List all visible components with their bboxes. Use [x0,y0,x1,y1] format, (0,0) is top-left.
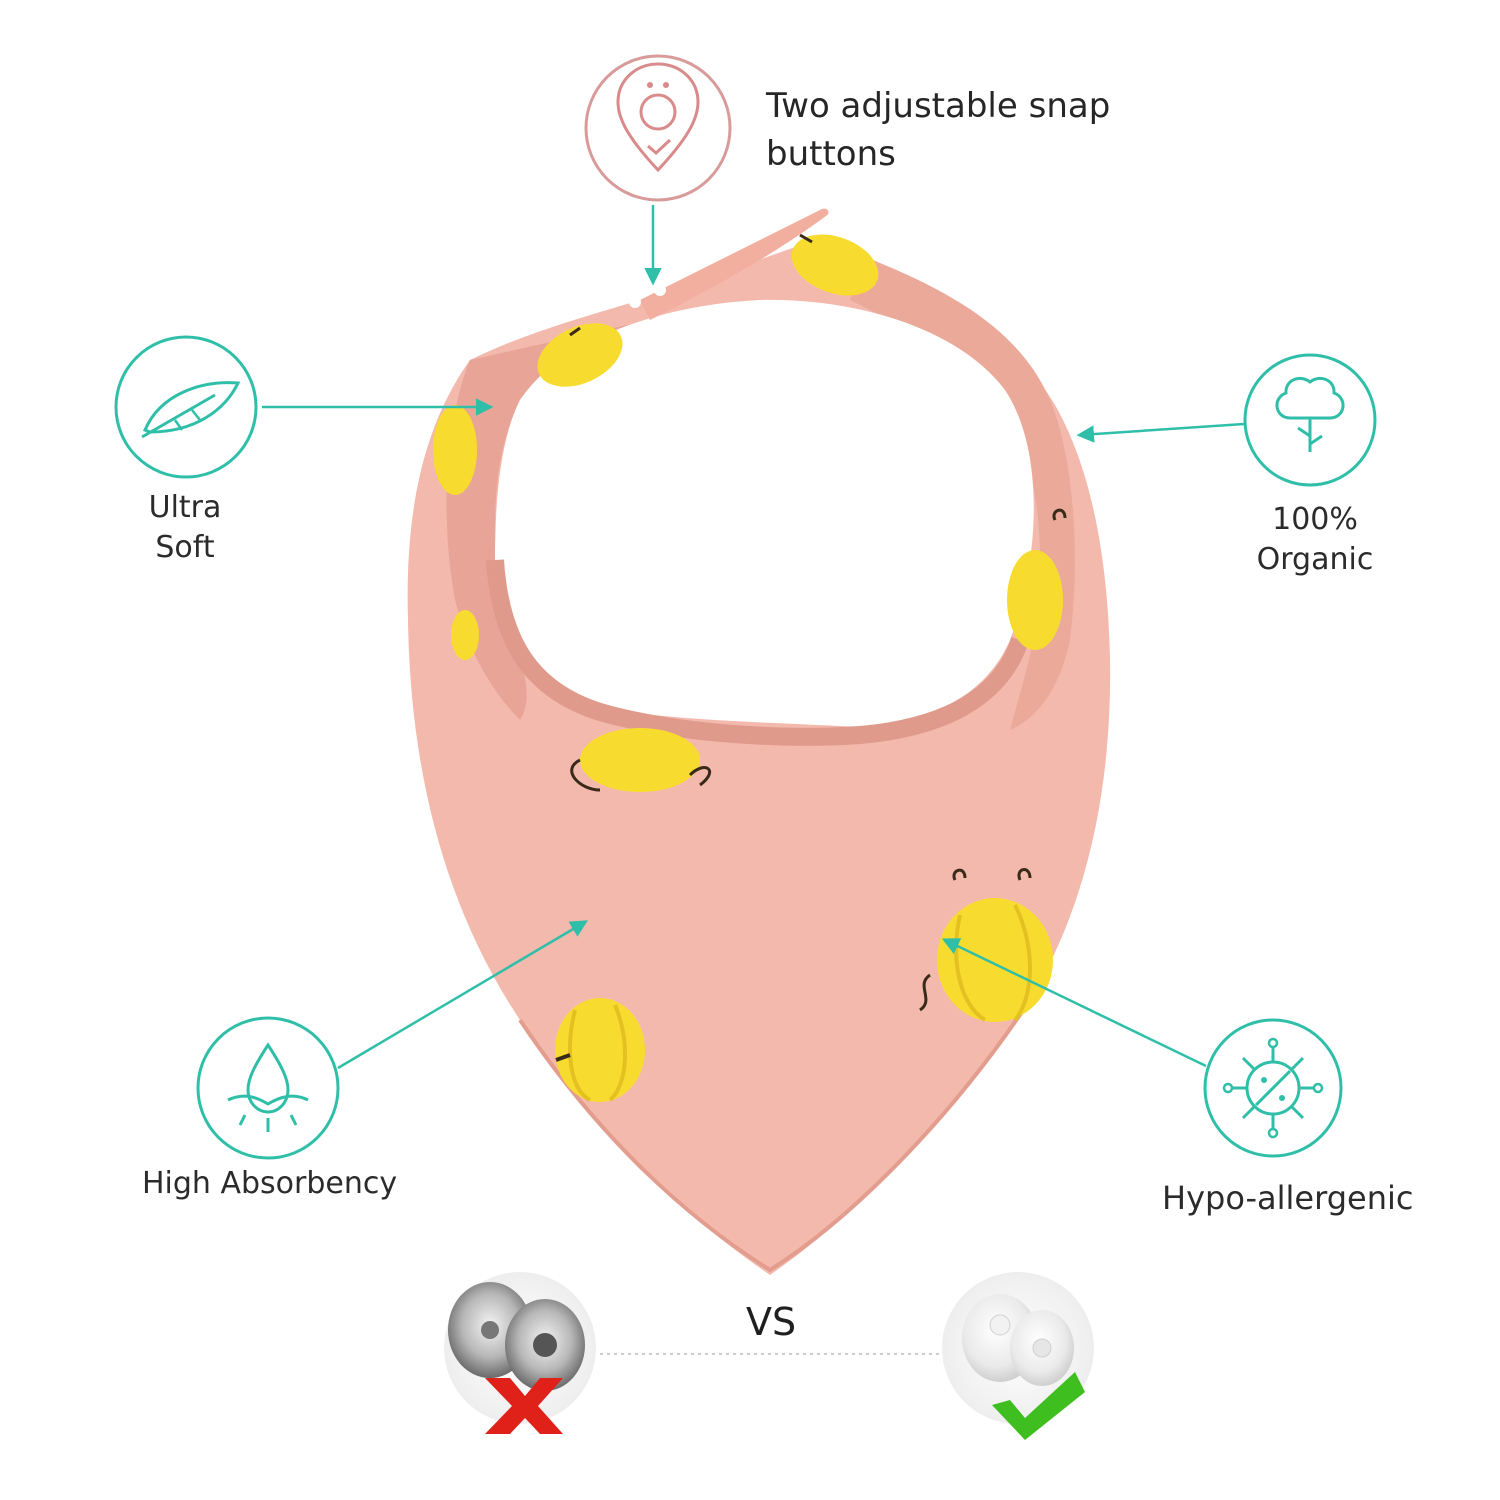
feature-label-hypo: Hypo-allergenic [1162,1179,1414,1217]
snap-button-location-icon [584,54,732,202]
bib-inner-edge [486,559,1029,746]
cross-mark-icon [485,1378,563,1434]
virus-blocked-icon [1203,1018,1343,1158]
pumpkin-print [433,405,479,660]
bib-neck-band [446,322,640,720]
cotton-plant-icon [1243,353,1377,487]
arrow-hypo [941,938,1207,1068]
callout-arrows [262,205,1245,1070]
snap-button-1 [629,296,641,308]
feature-label-soft-line2: Soft [155,530,215,565]
pumpkin-print [1007,508,1067,650]
arrow-organic [1076,422,1245,443]
check-mark-icon [992,1372,1085,1440]
water-drop-icon [196,1016,340,1160]
bib-strap [640,208,829,320]
bib-neck-opening [495,299,1034,727]
snap-button-2 [654,284,666,296]
feature-label-snap: Two adjustable snap buttons [766,82,1110,178]
feature-label-snap-line2: buttons [766,134,896,174]
feature-label-snap-line1: Two adjustable snap [766,86,1111,126]
arrow-absorbency [337,920,589,1070]
feature-label-organic: 100% Organic [1240,500,1390,580]
feature-label-soft: Ultra Soft [110,488,260,568]
bib-hem [518,998,1032,1273]
metal-snap-image [444,1272,596,1424]
pumpkin-print [919,868,1053,1022]
bandana-bib [407,208,1111,1275]
pumpkin-print [570,728,712,792]
pumpkin-print [791,233,879,296]
feature-label-soft-line1: Ultra [148,490,222,525]
feature-label-organic-line2: Organic [1256,542,1374,577]
feather-icon [114,335,258,479]
pumpkin-print [555,998,645,1102]
feature-label-absorbency: High Absorbency [142,1166,398,1201]
snap-button-3 [561,267,571,277]
feature-label-organic-line1: 100% [1272,502,1358,537]
bib-neck-band-right [850,255,1075,730]
plastic-snap-image [942,1272,1094,1424]
comparison-vs-label: VS [746,1300,797,1344]
pumpkin-print [537,323,623,387]
